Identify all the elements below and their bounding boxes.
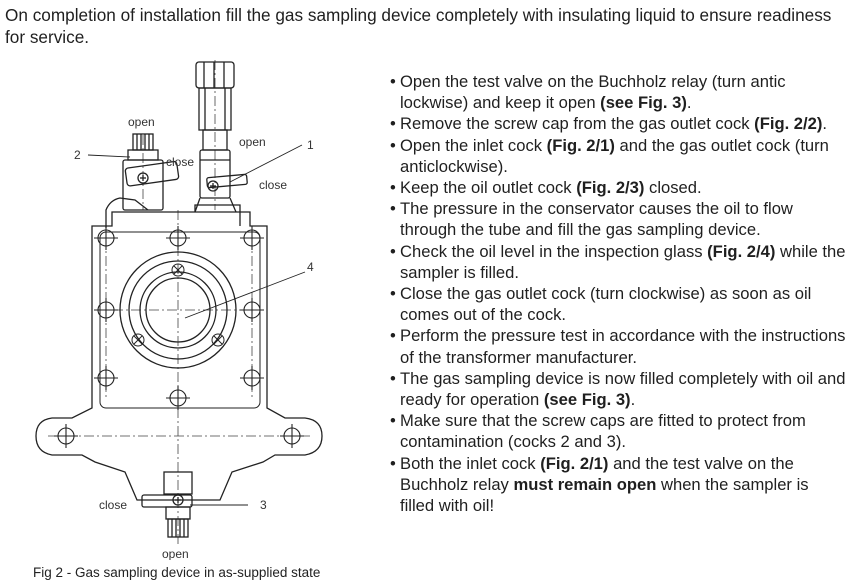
callout-4: 4 — [307, 260, 314, 274]
label-close-right: close — [259, 178, 287, 192]
label-open-top-left: open — [128, 115, 155, 129]
instruction-text: Keep the oil outlet cock — [400, 178, 577, 198]
callout-1-leader — [229, 144, 303, 183]
instruction-text: while the sampler is filled. — [400, 241, 846, 282]
instruction-item: Keep the oil outlet cock (Fig. 2/3) clos… — [387, 177, 847, 198]
instruction-item: Open the test valve on the Buchholz rela… — [387, 71, 847, 113]
instruction-text: Perform the pressure test in accordance … — [400, 326, 846, 367]
bolts — [54, 226, 304, 448]
label-close-top-left: close — [166, 155, 194, 169]
instruction-text: . — [822, 114, 828, 134]
instruction-emphasis: (Fig. 2/2) — [754, 114, 823, 134]
instruction-emphasis: (see Fig. 3) — [543, 390, 631, 410]
callout-2-leader — [87, 154, 131, 158]
inlet-pipe — [194, 61, 237, 213]
instruction-text: Open the test valve on the Buchholz rela… — [400, 72, 786, 113]
instruction-item: The gas sampling device is now filled co… — [387, 368, 847, 410]
instruction-item: Open the inlet cock (Fig. 2/1) and the g… — [387, 135, 847, 177]
instruction-list: Open the test valve on the Buchholz rela… — [387, 71, 847, 516]
instruction-item: Both the inlet cock (Fig. 2/1) and the t… — [387, 453, 847, 517]
label-open-top-right: open — [239, 135, 266, 149]
instruction-emphasis: must remain open — [513, 474, 657, 494]
instruction-text: Close the gas outlet cock (turn clockwis… — [400, 284, 812, 325]
sampler-body — [35, 197, 323, 501]
gas-sampling-device-figure: open close open close close open 2 1 4 3 — [0, 55, 380, 560]
instruction-text: Remove the screw cap from the gas outlet… — [400, 114, 755, 134]
instruction-item: Close the gas outlet cock (turn clockwis… — [387, 283, 847, 325]
label-open-bottom: open — [162, 547, 189, 560]
instruction-text: The pressure in the conservator causes t… — [400, 199, 793, 240]
instruction-text: Check the oil level in the inspection gl… — [400, 241, 708, 261]
instruction-emphasis: (Fig. 2/1) — [546, 135, 615, 155]
figure-caption: Fig 2 - Gas sampling device in as-suppli… — [33, 565, 321, 580]
instruction-text: and the gas outlet cock (turn anticlockw… — [400, 135, 829, 176]
instruction-text: . — [686, 93, 692, 113]
callout-4-leader — [184, 271, 306, 319]
instruction-emphasis: (see Fig. 3) — [600, 93, 687, 113]
instruction-text: Make sure that the screw caps are fitted… — [400, 411, 806, 452]
inspection-glass-4 — [119, 251, 237, 369]
instruction-text: Open the inlet cock — [400, 135, 547, 155]
instruction-text: Both the inlet cock — [400, 453, 541, 473]
instruction-text: . — [630, 390, 636, 410]
instruction-text: closed. — [644, 178, 702, 198]
label-close-bottom: close — [99, 498, 127, 512]
instruction-emphasis: (Fig. 2/4) — [707, 241, 776, 261]
callout-1: 1 — [307, 138, 314, 152]
callout-2: 2 — [74, 148, 81, 162]
instruction-text: and the test valve on the Buchholz relay — [400, 453, 794, 494]
instruction-text: when the sampler is filled with oil! — [400, 474, 809, 516]
oil-outlet-cock-3 — [141, 471, 193, 538]
instruction-text: The gas sampling device is now filled co… — [400, 368, 846, 410]
instruction-item: Make sure that the screw caps are fitted… — [387, 410, 847, 452]
intro-paragraph: On completion of installation fill the g… — [5, 5, 832, 47]
instruction-item: Check the oil level in the inspection gl… — [387, 241, 847, 283]
instruction-item: Remove the screw cap from the gas outlet… — [387, 113, 847, 134]
instruction-emphasis: (Fig. 2/1) — [540, 453, 609, 473]
callout-3: 3 — [260, 498, 267, 512]
instruction-item: The pressure in the conservator causes t… — [387, 198, 847, 240]
gas-outlet-cock-2 — [122, 133, 180, 211]
inlet-cock-1 — [206, 173, 248, 192]
instruction-item: Perform the pressure test in accordance … — [387, 325, 847, 367]
instruction-emphasis: (Fig. 2/3) — [576, 178, 645, 198]
